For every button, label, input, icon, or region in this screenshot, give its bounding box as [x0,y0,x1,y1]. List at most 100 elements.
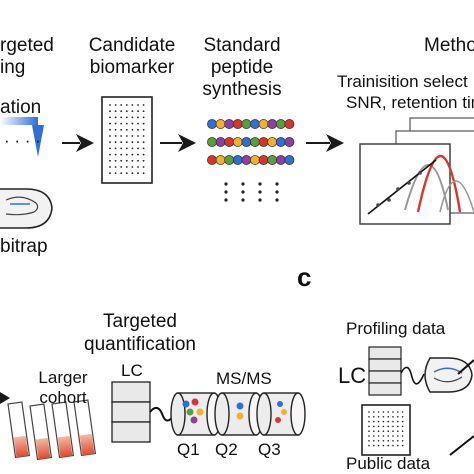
ellipsis-label: · · · · [4,131,41,150]
grid-dot [142,159,145,162]
grid-dot [392,425,394,428]
grid-dot [382,444,385,447]
peptide-bead [232,137,243,147]
grid-dot [382,430,385,433]
grid-dot [114,104,117,106]
grid-dot [125,147,128,150]
grid-dot [120,172,123,175]
grid-dot [109,172,111,175]
grid-dot [137,116,139,119]
grid-dot [142,135,145,137]
grid-dot [377,420,380,423]
grid-dot [377,425,380,428]
ation-label: ation [0,97,42,118]
arrow-4-partial [0,392,10,404]
grid-dot [125,135,128,137]
public-data-label: Public data [346,454,431,473]
peptide-bead [215,137,226,147]
grid-dot [125,159,128,162]
grid-dot [387,420,390,423]
grid-dot [142,104,145,106]
cohort-tubes [7,399,97,461]
profiling-data-label: Profiling data [346,319,446,338]
grid-dot [125,116,128,119]
grid-dot [125,153,128,156]
grid-dot [131,110,134,113]
grid-dot [131,104,134,106]
grid-dot [368,435,370,437]
grid-dot [397,440,399,442]
peptide-bead [258,155,269,165]
peptide-bead [258,137,269,147]
grid-dot [114,141,117,144]
peptide-bead [241,137,252,147]
grid-dot [131,135,134,137]
grid-dot [401,430,404,433]
peptide-bead [232,155,243,165]
grid-dot [373,425,375,428]
peptide-bead [284,155,295,165]
bottom-lc-label: LC [121,361,143,380]
grid-dot [368,444,370,447]
grid-dot [109,166,111,168]
grid-dot [392,430,394,433]
grid-dot [373,411,375,413]
peptide-bead [215,119,226,129]
peptide-bead [275,155,286,165]
grid-dot [142,128,145,131]
grid-dot [397,416,399,418]
grid-dot [401,440,404,442]
transition-label-line1: Trainisition select [337,72,468,91]
grid-dot [401,416,404,418]
peptide-bead [250,137,260,147]
grid-dot [109,141,111,144]
grid-dot [392,440,394,442]
grid-dot [387,444,390,447]
grid-dot [137,153,139,156]
grid-dot [387,411,390,413]
grid-dot [137,166,139,168]
peptide-bead [241,119,252,129]
transition-label-line2: SNR, retention tim [346,93,474,112]
panel-c-letter: c [297,262,312,292]
peptide-bead [275,119,286,129]
grid-dot [125,141,128,144]
grid-dot [401,420,404,423]
grid-dot [142,153,145,156]
peptide-bead [267,155,278,165]
grid-dot [131,172,134,175]
grid-dot [397,420,399,423]
grid-dot [109,122,111,125]
orbitrap-label: bitrap [0,236,48,257]
peptide-ellipsis-dots [224,182,279,202]
grid-dot [114,172,117,175]
grid-dot [125,172,128,175]
grid-dot [373,444,375,447]
ation-gradient-bar [0,117,44,157]
q1-label: Q1 [177,440,200,459]
peptide-bead [207,119,217,129]
method-label: Metho [424,35,474,56]
peptide-bead [224,137,235,147]
peptide-bead [250,155,260,165]
grid-dot [377,411,380,413]
grid-dot [137,135,139,137]
method-plots [359,117,474,225]
grid-dot [392,435,394,437]
grid-dot [401,444,404,447]
grid-dot [142,110,145,113]
targeted-quant-line1: Targeted [103,311,177,332]
grid-dot [109,153,111,156]
peptide-bead [258,119,269,129]
grid-dot [125,166,128,168]
grid-dot [137,128,139,131]
grid-dot [373,440,375,442]
grid-dot [373,420,375,423]
grid-dot [120,159,123,162]
grid-dot [114,153,117,156]
grid-dot [131,153,134,156]
grid-dot [120,116,123,119]
grid-dot [368,420,370,423]
quadrupole-q2 [214,392,264,436]
